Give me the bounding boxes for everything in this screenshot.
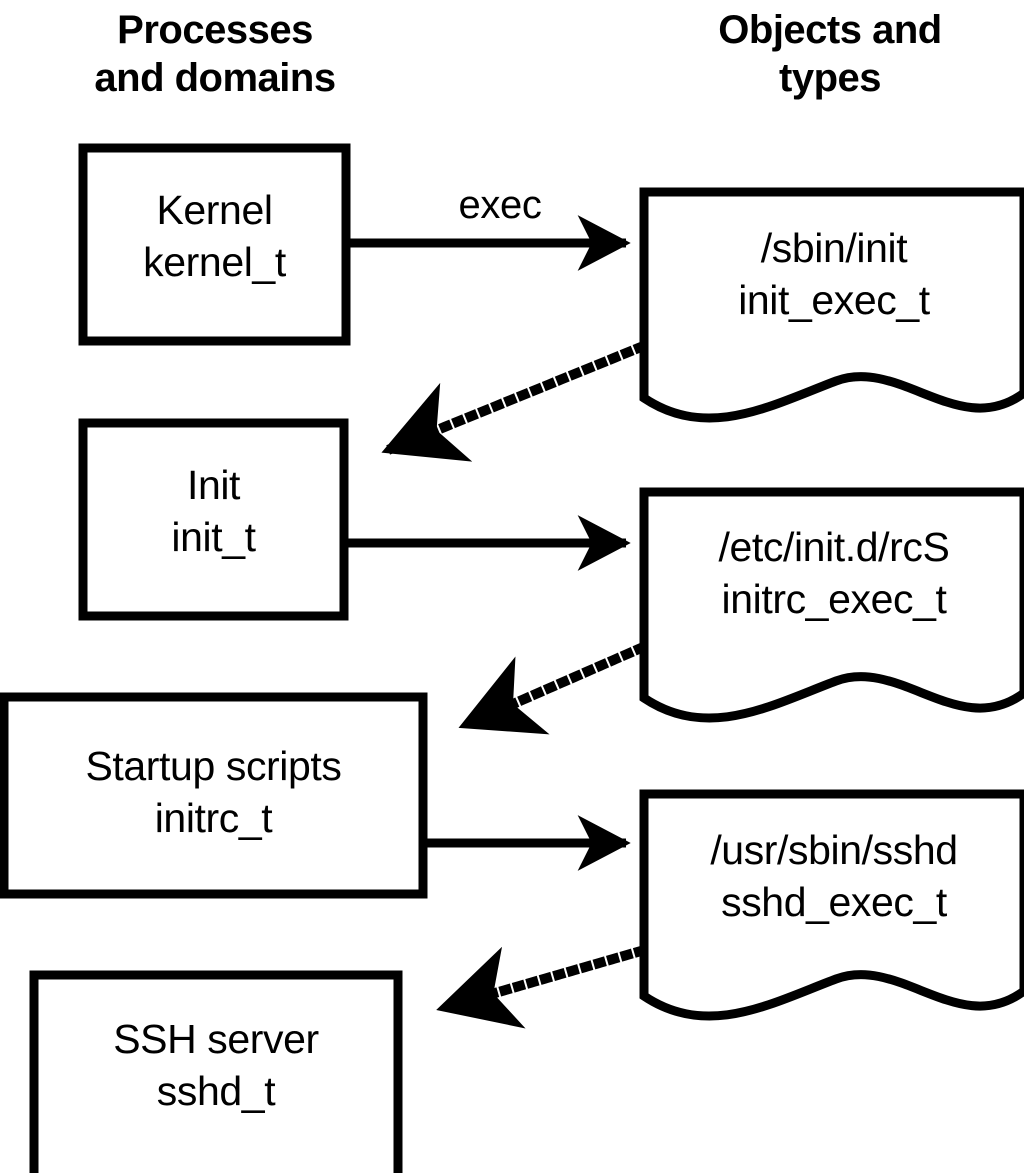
- process-node-initrc[interactable]: [0, 692, 428, 899]
- process-node-init-label: Init init_t: [171, 462, 256, 560]
- object-node-initrc-exec-label: /etc/init.d/rcS initrc_exec_t: [718, 524, 950, 622]
- process-node-init[interactable]: [78, 418, 349, 621]
- column-heading-objects: Objects and types: [718, 8, 942, 100]
- edge-init-exec-transition-init: [381, 340, 648, 462]
- edge-label-exec: exec: [458, 183, 542, 227]
- process-node-initrc-label: Startup scripts initrc_t: [85, 743, 342, 841]
- process-node-sshd-label: SSH server sshd_t: [113, 1016, 319, 1114]
- object-node-sshd-exec-label: /usr/sbin/sshd sshd_exec_t: [710, 827, 958, 925]
- edge-sshd-exec-transition-sshd: [436, 944, 648, 1029]
- object-node-initrc-exec[interactable]: [639, 487, 1024, 723]
- column-heading-processes: Processes and domains: [94, 8, 336, 100]
- object-node-init-exec[interactable]: [639, 187, 1024, 423]
- process-node-sshd[interactable]: [29, 970, 403, 1173]
- object-node-init-exec-label: /sbin/init init_exec_t: [738, 225, 930, 323]
- object-node-sshd-exec[interactable]: [639, 789, 1024, 1021]
- process-node-kernel-label: Kernel kernel_t: [143, 187, 286, 285]
- edge-initrc-exec-transition-initrc: [458, 641, 648, 735]
